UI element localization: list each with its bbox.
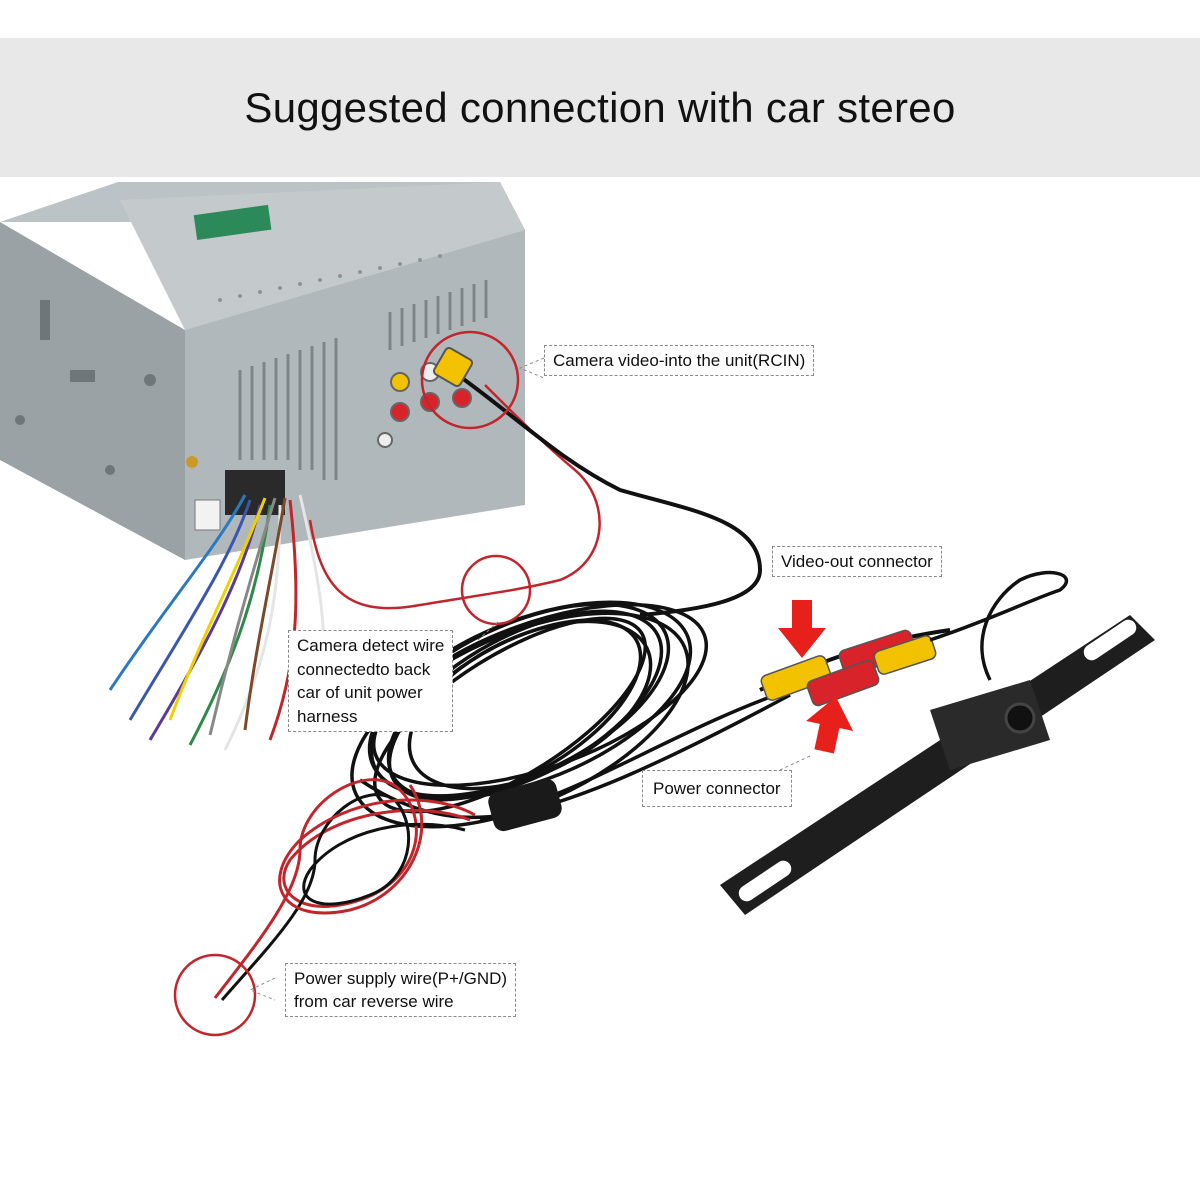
camera-lens-icon (1004, 702, 1036, 734)
bracket-slot-left (738, 860, 792, 902)
indicator-arrows (778, 600, 854, 754)
callout-power-connector: Power connector (642, 770, 792, 807)
power-supply-wires (213, 778, 476, 1001)
callout-camera-detect-line: harness (297, 706, 358, 726)
yellow-video-jack (873, 635, 937, 675)
wiring-harness-plug (225, 470, 285, 515)
callout-camera-detect-line: Camera detect wire (297, 636, 445, 655)
license-plate-camera (720, 615, 1155, 915)
camera-detect-wire (308, 384, 601, 610)
callout-power-supply-line: Power supply wire(P+/GND) (294, 969, 508, 988)
coiled-extension-cable (350, 600, 791, 829)
page-title: Suggested connection with car stereo (244, 83, 956, 131)
red-power-plug-b (806, 659, 880, 707)
callout-camera-detect-line: car of unit power (297, 683, 423, 702)
callout-camera-detect-line: connectedto back (297, 659, 431, 679)
callout-power-supply: Power supply wire(P+/GND) from car rever… (285, 963, 517, 1017)
highlight-power-supply (173, 953, 257, 1037)
highlight-detect-wire (460, 554, 532, 626)
highlight-rcin (420, 330, 520, 430)
car-stereo-head-unit (0, 182, 525, 560)
arrow-up-icon (806, 696, 854, 754)
title-banner: Suggested connection with car stereo (0, 38, 1200, 177)
callout-video-out-text: Video-out connector (781, 552, 933, 571)
callout-camera-video: Camera video-into the unit(RCIN) (544, 345, 815, 376)
cable-junction-box (488, 778, 562, 832)
green-label-sticker (193, 204, 272, 241)
arrow-down-icon (778, 600, 826, 658)
callout-video-out: Video-out connector (772, 546, 942, 577)
yellow-rca-plug (432, 346, 474, 388)
rca-connectors (759, 570, 1069, 707)
callout-camera-detect: Camera detect wire connectedto back car … (288, 630, 454, 732)
bracket-slot-right (1083, 619, 1137, 661)
callout-power-connector-text: Power connector (653, 779, 781, 798)
harness-wires (108, 494, 326, 751)
yellow-video-plug (760, 655, 832, 701)
video-cable (460, 376, 763, 617)
callout-camera-video-text: Camera video-into the unit(RCIN) (553, 351, 806, 370)
callout-power-supply-line: from car reverse wire (294, 992, 454, 1011)
